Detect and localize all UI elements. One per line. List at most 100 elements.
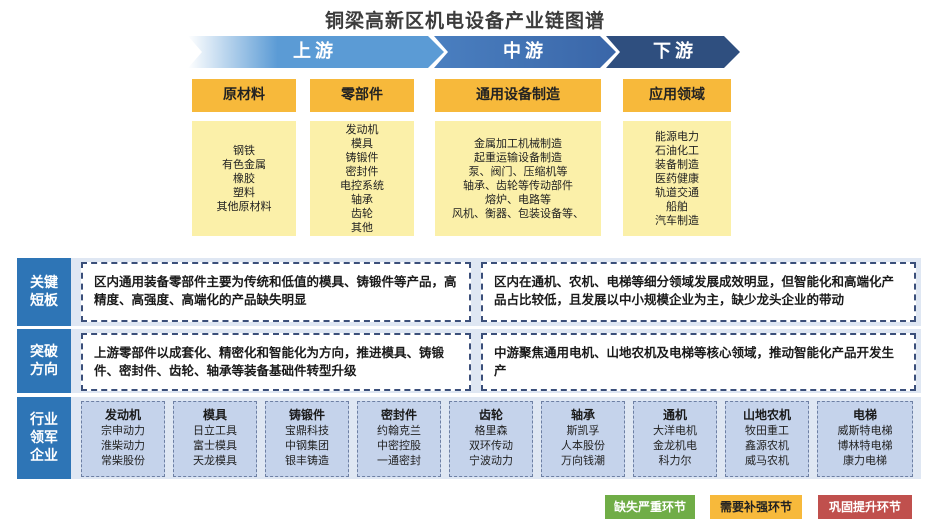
category-raw-materials-header: 原材料 bbox=[192, 79, 296, 112]
category-raw-materials-list: 钢铁 有色金属 橡胶 塑料 其他原材料 bbox=[192, 121, 296, 236]
list-item: 起重运输设备制造 bbox=[474, 150, 562, 164]
shortcomings-upstream-text: 区内通用装备零部件主要为传统和低值的模具、铸锻件等产品，高精度、高强度、高端化的… bbox=[81, 262, 471, 322]
company-name: 约翰克兰 bbox=[377, 424, 421, 437]
row-label-line: 方向 bbox=[30, 362, 58, 378]
row-label-line: 关键 bbox=[30, 275, 58, 291]
stage-chevron-bar bbox=[188, 36, 740, 68]
list-item: 有色金属 bbox=[222, 157, 266, 171]
company-name: 常柴股份 bbox=[101, 454, 145, 467]
page-title: 铜梁高新区机电设备产业链图谱 bbox=[324, 10, 605, 32]
company-group-title: 山地农机 bbox=[742, 408, 791, 422]
upstream-chevron bbox=[188, 36, 444, 68]
company-name: 斯凯孚 bbox=[566, 424, 600, 437]
list-item: 发动机 bbox=[345, 122, 379, 136]
company-group-title: 电梯 bbox=[852, 408, 877, 422]
list-item: 铸锻件 bbox=[345, 150, 379, 164]
list-item: 船舶 bbox=[666, 199, 688, 213]
company-name: 科力尔 bbox=[658, 454, 692, 467]
row-label-line: 行业 bbox=[30, 412, 58, 428]
list-item: 齿轮 bbox=[351, 206, 373, 220]
company-name: 淮柴动力 bbox=[101, 439, 145, 452]
legend-consolidate: 巩固提升环节 bbox=[818, 495, 912, 519]
category-applications-header: 应用领域 bbox=[623, 79, 731, 112]
row-label-line: 企业 bbox=[30, 448, 58, 464]
company-name: 威马农机 bbox=[745, 454, 789, 467]
list-item: 橡胶 bbox=[233, 171, 255, 185]
company-name: 人本股份 bbox=[561, 439, 605, 452]
list-item: 金属加工机械制造 bbox=[474, 136, 562, 150]
company-name: 博林特电梯 bbox=[837, 439, 893, 452]
company-group-general-machinery: 通机 大洋电机 金龙机电 科力尔 bbox=[633, 401, 717, 477]
company-group-engine: 发动机 宗申动力 淮柴动力 常柴股份 bbox=[81, 401, 165, 477]
company-name: 金龙机电 bbox=[653, 439, 697, 452]
company-name: 宗申动力 bbox=[101, 424, 145, 437]
list-item: 轴承 bbox=[351, 192, 373, 206]
company-name: 日立工具 bbox=[193, 424, 237, 437]
company-name: 康力电梯 bbox=[843, 454, 887, 467]
row-label-leaders: 行业 领军 企业 bbox=[17, 397, 71, 479]
list-item: 汽车制造 bbox=[655, 213, 699, 227]
legend-needs-strengthening: 需要补强环节 bbox=[710, 495, 802, 519]
company-name: 宝鼎科技 bbox=[285, 424, 329, 437]
company-group-bearing: 轴承 斯凯孚 人本股份 万向钱潮 bbox=[541, 401, 625, 477]
list-item: 能源电力 bbox=[655, 129, 699, 143]
company-group-title: 通机 bbox=[662, 408, 687, 422]
company-name: 威斯特电梯 bbox=[837, 424, 893, 437]
company-group-agri-machinery: 山地农机 牧田重工 鑫源农机 威马农机 bbox=[725, 401, 809, 477]
company-group-mold: 模具 日立工具 富士模具 天龙模具 bbox=[173, 401, 257, 477]
company-name: 宁波动力 bbox=[469, 454, 513, 467]
list-item: 轨道交通 bbox=[655, 185, 699, 199]
category-components-header: 零部件 bbox=[310, 79, 414, 112]
company-name: 格里森 bbox=[474, 424, 508, 437]
list-item: 石油化工 bbox=[655, 143, 699, 157]
row-label-line: 短板 bbox=[30, 293, 58, 309]
stage-upstream-label: 上游 bbox=[293, 41, 337, 62]
direction-upstream-text: 上游零部件以成套化、精密化和智能化为方向，推进模具、铸锻件、密封件、齿轮、轴承等… bbox=[81, 333, 471, 391]
row-label-shortcomings: 关键 短板 bbox=[17, 258, 71, 326]
shortcomings-midstream-text: 区内在通机、农机、电梯等细分领域发展成效明显，但智能化和高端化产品占比较低，且发… bbox=[481, 262, 916, 322]
category-general-equipment-list: 金属加工机械制造 起重运输设备制造 泵、阀门、压缩机等 轴承、齿轮等传动部件 熔… bbox=[435, 121, 601, 236]
company-name: 中密控股 bbox=[377, 439, 421, 452]
company-name: 大洋电机 bbox=[653, 424, 697, 437]
company-name: 鑫源农机 bbox=[745, 439, 789, 452]
list-item: 风机、衡器、包装设备等、 bbox=[452, 206, 584, 220]
category-applications-list: 能源电力 石油化工 装备制造 医药健康 轨道交通 船舶 汽车制造 bbox=[623, 121, 731, 236]
company-group-casting: 铸锻件 宝鼎科技 中钢集团 银丰铸造 bbox=[265, 401, 349, 477]
company-group-title: 铸锻件 bbox=[288, 408, 325, 422]
list-item: 模具 bbox=[351, 136, 373, 150]
company-group-title: 发动机 bbox=[104, 408, 141, 422]
company-group-elevator: 电梯 威斯特电梯 博林特电梯 康力电梯 bbox=[817, 401, 913, 477]
direction-midstream-text: 中游聚焦通用电机、山地农机及电梯等核心领域，推动智能化产品开发生产 bbox=[481, 333, 916, 391]
row-label-line: 领军 bbox=[30, 430, 58, 446]
list-item: 其他原材料 bbox=[216, 199, 272, 213]
list-item: 熔炉、电路等 bbox=[485, 192, 551, 206]
downstream-chevron bbox=[606, 36, 740, 68]
legend-severe-gap: 缺失严重环节 bbox=[605, 495, 695, 519]
row-label-direction: 突破 方向 bbox=[17, 329, 71, 393]
company-group-title: 齿轮 bbox=[478, 408, 503, 422]
company-group-title: 轴承 bbox=[570, 408, 595, 422]
company-name: 双环传动 bbox=[469, 439, 513, 452]
company-name: 银丰铸造 bbox=[285, 454, 329, 467]
company-name: 富士模具 bbox=[193, 439, 237, 452]
list-item: 医药健康 bbox=[655, 171, 699, 185]
company-name: 万向钱潮 bbox=[561, 454, 605, 467]
company-name: 中钢集团 bbox=[285, 439, 329, 452]
stage-downstream-label: 下游 bbox=[653, 41, 697, 62]
list-item: 装备制造 bbox=[655, 157, 699, 171]
list-item: 钢铁 bbox=[233, 143, 255, 157]
list-item: 密封件 bbox=[345, 164, 379, 178]
category-general-equipment-header: 通用设备制造 bbox=[435, 79, 601, 112]
company-name: 一通密封 bbox=[377, 454, 421, 467]
row-label-line: 突破 bbox=[30, 344, 58, 360]
list-item: 轴承、齿轮等传动部件 bbox=[463, 178, 573, 192]
company-group-gear: 齿轮 格里森 双环传动 宁波动力 bbox=[449, 401, 533, 477]
company-group-title: 模具 bbox=[202, 408, 227, 422]
list-item: 其他 bbox=[351, 220, 373, 234]
stage-midstream-label: 中游 bbox=[503, 41, 547, 62]
category-components-list: 发动机 模具 铸锻件 密封件 电控系统 轴承 齿轮 其他 bbox=[310, 121, 414, 236]
midstream-chevron bbox=[434, 36, 616, 68]
list-item: 塑料 bbox=[233, 185, 255, 199]
list-item: 泵、阀门、压缩机等 bbox=[468, 164, 568, 178]
company-group-title: 密封件 bbox=[380, 408, 417, 422]
